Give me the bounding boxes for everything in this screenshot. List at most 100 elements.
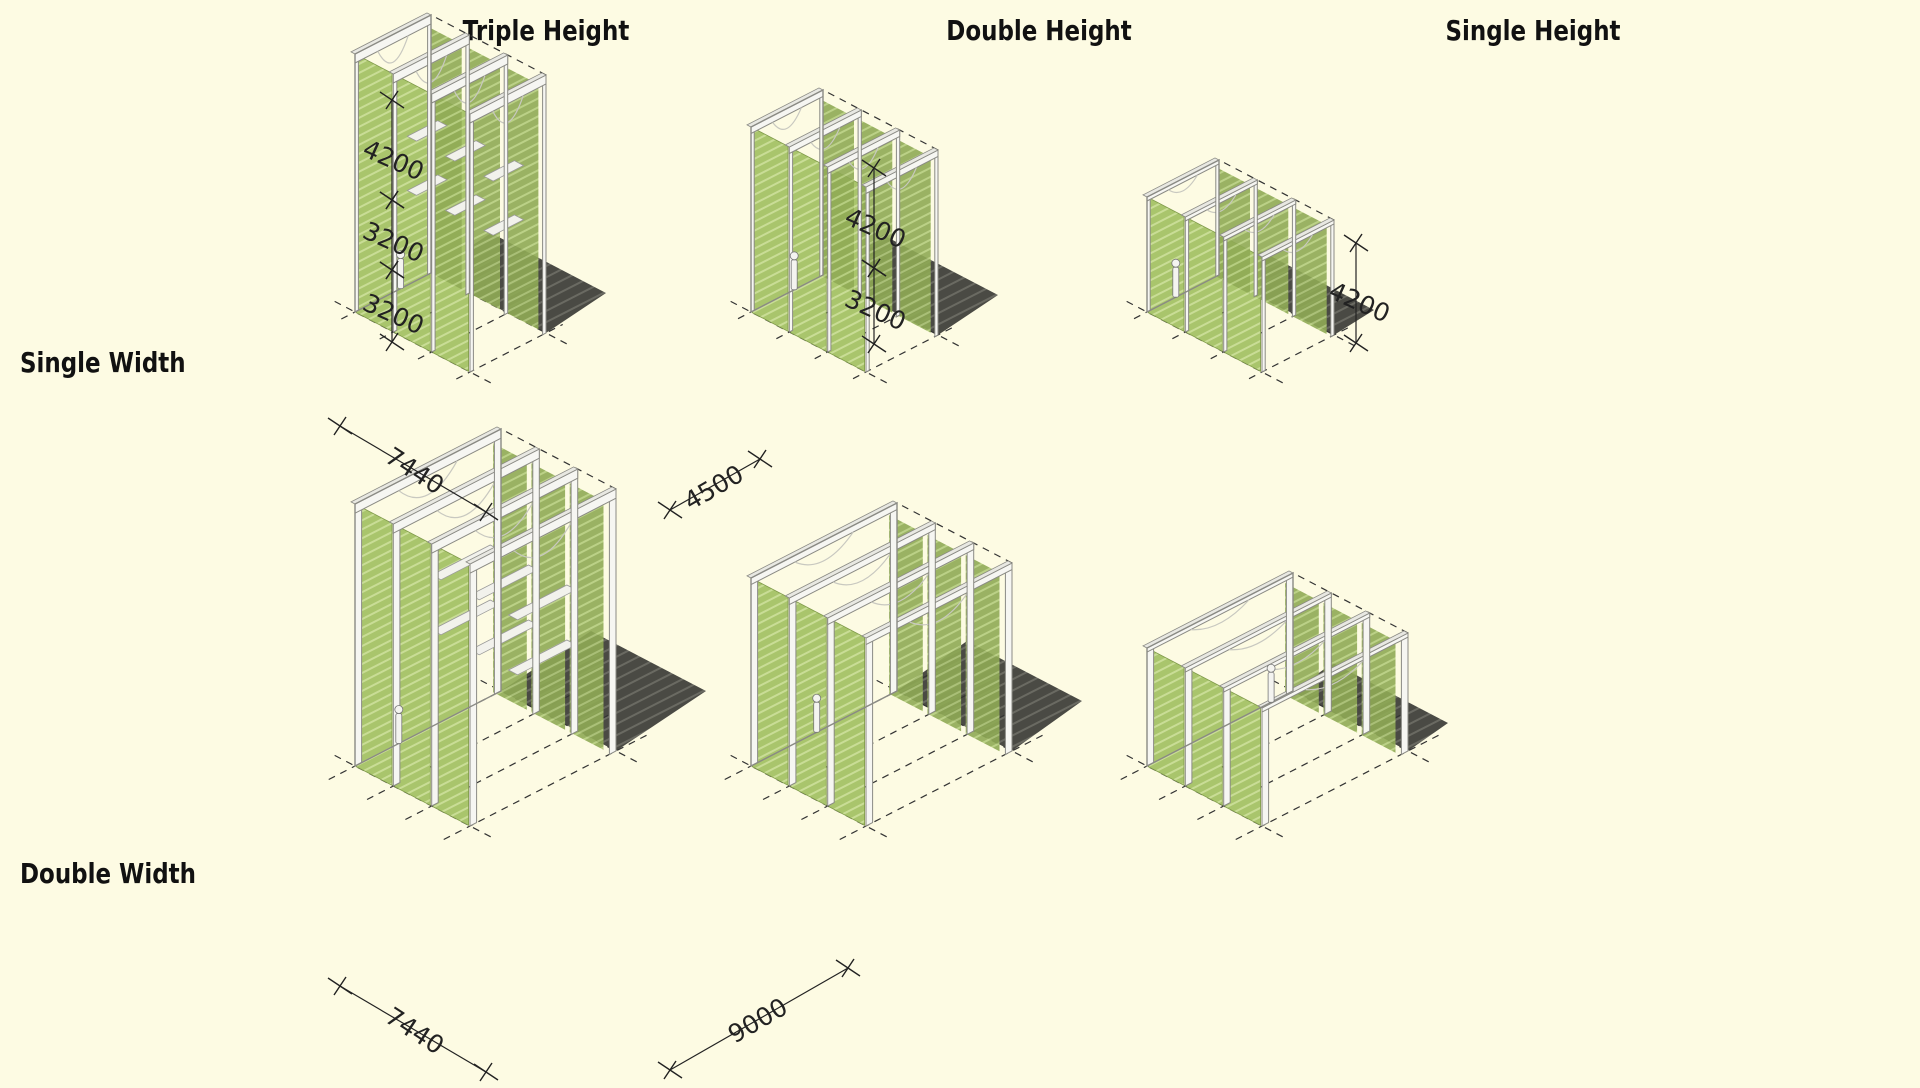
dim-tick (841, 958, 855, 978)
floor-slab (406, 120, 448, 142)
dim-tick (385, 90, 399, 110)
frame-cap (746, 87, 824, 128)
frame-post (532, 448, 540, 716)
dim-line (669, 967, 849, 1071)
frame-cap (1257, 630, 1409, 709)
frame-arch (1206, 194, 1237, 214)
frame-post (431, 539, 439, 807)
frame-cap (861, 560, 1013, 639)
floor-slab (406, 174, 448, 196)
roof-edge (1218, 159, 1335, 221)
roof-edge (822, 89, 939, 151)
frame-cap (822, 540, 975, 619)
dimension-label-width_dw: 9000 (723, 992, 793, 1049)
frame-arch (1190, 599, 1250, 631)
frame-post (788, 144, 794, 333)
frame-arch (794, 531, 854, 566)
roof-edge (1292, 572, 1409, 634)
frame-post (1261, 254, 1266, 373)
frame-post (542, 74, 547, 336)
dim-tick (753, 449, 767, 469)
frame-beam (354, 14, 432, 64)
frame-arch (398, 460, 458, 499)
dim-tick (385, 260, 399, 280)
frame-post (608, 488, 617, 756)
frame-post (1223, 683, 1231, 807)
frame-arch (1229, 619, 1288, 651)
dimension-label-width_sw: 4500 (679, 459, 749, 516)
front-frame-outline (750, 501, 898, 768)
column-heading-single-height: Single Height (1445, 14, 1621, 47)
frame-post (570, 468, 579, 736)
dim-tick (333, 416, 347, 436)
frame-arch (377, 35, 409, 64)
frame-post (889, 502, 898, 696)
row-heading-single-width: Single Width (20, 346, 186, 379)
front-frame-outline (750, 88, 824, 314)
frame-cap (746, 500, 898, 579)
frame-post (493, 428, 502, 696)
frame-post (1184, 214, 1190, 333)
dim-line (339, 985, 487, 1073)
person-figure (1267, 671, 1275, 703)
frame-post (469, 111, 474, 373)
frame-post (1004, 562, 1013, 756)
roof-edge (896, 502, 1013, 564)
inner-panel (504, 66, 539, 330)
front-frame-outline (1146, 158, 1220, 314)
frame-post (827, 164, 832, 353)
frame-arch (1305, 659, 1365, 691)
frame-arch (1168, 174, 1198, 194)
floor-slab (507, 639, 577, 676)
frame-post (1330, 219, 1335, 338)
frame-post (465, 34, 470, 296)
frame-arch (475, 500, 535, 539)
frame-post (928, 522, 936, 716)
module-double-width-single-height (1120, 570, 1448, 841)
frame-post (503, 54, 509, 316)
frame-post (469, 559, 478, 827)
person-figure (790, 259, 798, 291)
frame-arch (909, 591, 969, 626)
dim-tick (663, 1060, 677, 1080)
frame-post (750, 573, 759, 767)
frame-arch (1244, 214, 1275, 234)
front-frame-outline (354, 427, 502, 768)
frame-cap (388, 446, 541, 525)
side-panel (752, 127, 789, 332)
frame-cap (1180, 590, 1333, 669)
frame-post (788, 593, 797, 787)
frame-post (1324, 592, 1332, 716)
frame-post (431, 91, 436, 353)
frame-cap (426, 466, 579, 545)
frame-beam (750, 89, 824, 135)
frame-arch (1283, 234, 1313, 254)
frame-post (966, 542, 975, 736)
dim-tick (663, 500, 677, 520)
frame-post (1223, 234, 1228, 353)
dim-tick (385, 332, 399, 352)
frame-arch (810, 127, 841, 150)
frame-post (1261, 703, 1270, 827)
dim-tick (867, 158, 881, 178)
dim-tick (1349, 233, 1363, 253)
floor-slab (507, 584, 577, 621)
frame-arch (848, 147, 879, 170)
person-head (789, 251, 799, 261)
dimension-label-depth_dw: 7440 (380, 1001, 449, 1060)
dim-tick (333, 976, 347, 996)
person-figure (395, 713, 403, 744)
module-double-width-triple-height (328, 426, 706, 841)
frame-post (827, 613, 835, 807)
person-head (394, 705, 404, 714)
dim-tick (867, 258, 881, 278)
frame-arch (871, 571, 931, 606)
frame-arch (772, 107, 802, 130)
frame-arch (887, 167, 917, 190)
frame-post (934, 149, 939, 338)
roof-edge (500, 428, 617, 490)
frame-post (1253, 179, 1258, 298)
frame-cap (350, 12, 432, 55)
dim-tick (479, 502, 493, 522)
